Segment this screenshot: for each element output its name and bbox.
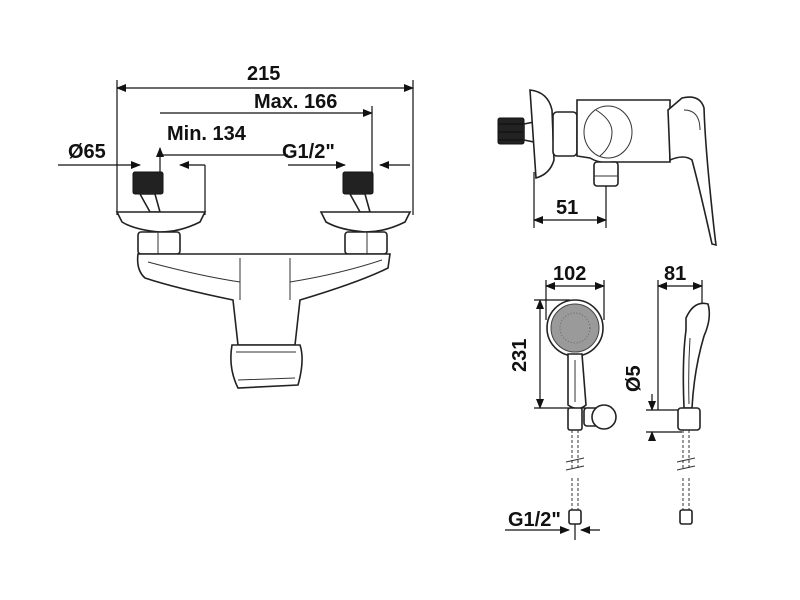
side-view: 51 — [497, 89, 717, 247]
side-body — [576, 99, 671, 164]
left-connector-nut — [132, 171, 164, 195]
front-view: 215 Max. 166 Min. 134 Ø65 G1/2" — [58, 63, 414, 389]
shower-handle — [567, 353, 587, 410]
side-lever — [667, 96, 717, 247]
handshower-front-view: 102 231 G1/2" — [505, 263, 617, 540]
left-rosette — [115, 211, 207, 233]
dim-handshower-width: 102 — [553, 263, 586, 285]
wall-holder — [591, 404, 617, 430]
dim-hose-diameter: Ø5 — [623, 365, 645, 392]
mixer-body — [136, 253, 391, 346]
side-rosette — [529, 89, 555, 180]
dim-max-spacing: Max. 166 — [254, 91, 337, 113]
dim-min-spacing: Min. 134 — [167, 123, 247, 145]
right-connector-nut — [342, 171, 374, 195]
shower-handle-profile — [682, 329, 705, 409]
dim-depth: 51 — [556, 197, 578, 219]
mixer-handle — [230, 344, 303, 389]
handshower-side-view: 81 Ø5 — [623, 263, 711, 525]
dim-handshower-depth: 81 — [664, 263, 686, 285]
dim-handshower-height: 231 — [509, 339, 531, 372]
dim-thread-top: G1/2" — [282, 141, 335, 163]
dim-thread-bottom: G1/2" — [508, 509, 561, 531]
dim-rosette-diameter: Ø65 — [68, 141, 106, 163]
side-outlet — [593, 161, 619, 187]
wall-holder-profile — [677, 407, 701, 431]
hose-nut — [568, 509, 582, 525]
dim-overall-width: 215 — [247, 63, 280, 85]
right-rosette — [319, 211, 412, 233]
